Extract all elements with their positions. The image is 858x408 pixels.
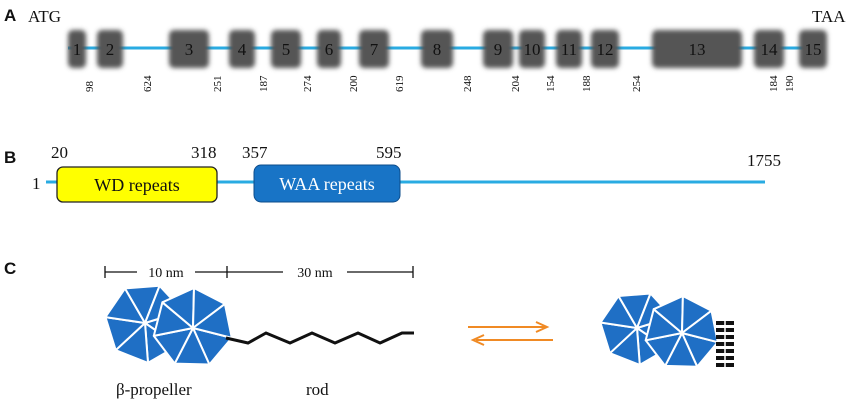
exon-number: 4 <box>238 40 247 59</box>
intron-length: 204 <box>510 75 522 92</box>
intron-length: 190 <box>784 75 796 92</box>
intron-length: 619 <box>394 75 406 92</box>
exon-2 <box>97 30 123 68</box>
intron-length: 188 <box>581 75 593 92</box>
intron-length: 200 <box>348 75 360 92</box>
intron-length: 187 <box>258 75 270 92</box>
rod-chain <box>225 331 414 345</box>
intron-length: 254 <box>631 75 643 92</box>
intron-length: 154 <box>545 75 557 92</box>
rod-label: rod <box>306 380 329 399</box>
protein-start-label: 1 <box>32 174 41 193</box>
waa-start-label: 357 <box>242 143 268 162</box>
exon-14 <box>754 30 784 68</box>
exon-8 <box>421 30 453 68</box>
intron-lengths: 98 624 251 187 274 200 619 248 204 154 188 254 184 19… <box>84 75 796 92</box>
exon-11 <box>556 30 582 68</box>
scale-30nm-label: 30 nm <box>297 266 333 281</box>
intron-length: 248 <box>462 75 474 92</box>
intron-length: 274 <box>302 75 314 92</box>
exon-3 <box>169 30 209 68</box>
intron-length: 624 <box>142 75 154 92</box>
exon-number: 7 <box>370 40 379 59</box>
exon-1 <box>68 30 86 68</box>
exon-9 <box>483 30 513 68</box>
beta-propeller-right <box>599 292 719 368</box>
exon-number: 1 <box>73 40 82 59</box>
exon-number: 2 <box>106 40 115 59</box>
exon-number: 14 <box>761 40 779 59</box>
exon-number: 12 <box>597 40 614 59</box>
wd-start-label: 20 <box>51 143 68 162</box>
exon-number: 11 <box>561 40 577 59</box>
scale-10nm-label: 10 nm <box>148 266 184 281</box>
exon-4 <box>229 30 255 68</box>
waa-repeats-label: WAA repeats <box>279 174 374 194</box>
exon-15 <box>799 30 827 68</box>
beta-propeller-label: β-propeller <box>116 380 192 399</box>
wd-repeats-domain <box>56 166 218 203</box>
start-codon-label: ATG <box>28 7 61 26</box>
exon-number: 10 <box>524 40 541 59</box>
exon-number: 5 <box>282 40 291 59</box>
equilibrium-arrows <box>468 321 553 346</box>
exon-12 <box>591 30 619 68</box>
propeller-blade <box>192 302 233 339</box>
waa-end-label: 595 <box>376 143 402 162</box>
exon-number: 15 <box>805 40 822 59</box>
intron-length: 98 <box>84 81 96 93</box>
beta-propeller-left <box>104 284 233 366</box>
stop-codon-label: TAA <box>812 7 846 26</box>
propeller-blade <box>681 309 719 344</box>
exon-6 <box>317 30 341 68</box>
scale-bar <box>104 266 414 278</box>
wd-end-label: 318 <box>191 143 217 162</box>
panel-label-c: C <box>4 259 16 278</box>
exon-13 <box>652 30 742 68</box>
intron-length: 251 <box>212 76 224 93</box>
intron-length: 184 <box>768 75 780 92</box>
exon-5 <box>271 30 301 68</box>
exon-7 <box>359 30 389 68</box>
exon-number: 13 <box>689 40 706 59</box>
wd-repeats-label: WD repeats <box>94 175 179 195</box>
exon-10 <box>519 30 545 68</box>
exon-number: 9 <box>494 40 503 59</box>
waa-repeats-domain <box>253 164 401 203</box>
protein-end-label: 1755 <box>747 151 781 170</box>
folded-rod-stack <box>716 321 734 367</box>
exon-number: 6 <box>325 40 334 59</box>
panel-label-a: A <box>4 6 16 25</box>
exon-number: 8 <box>433 40 442 59</box>
panel-label-b: B <box>4 148 16 167</box>
exon-number: 3 <box>185 40 194 59</box>
